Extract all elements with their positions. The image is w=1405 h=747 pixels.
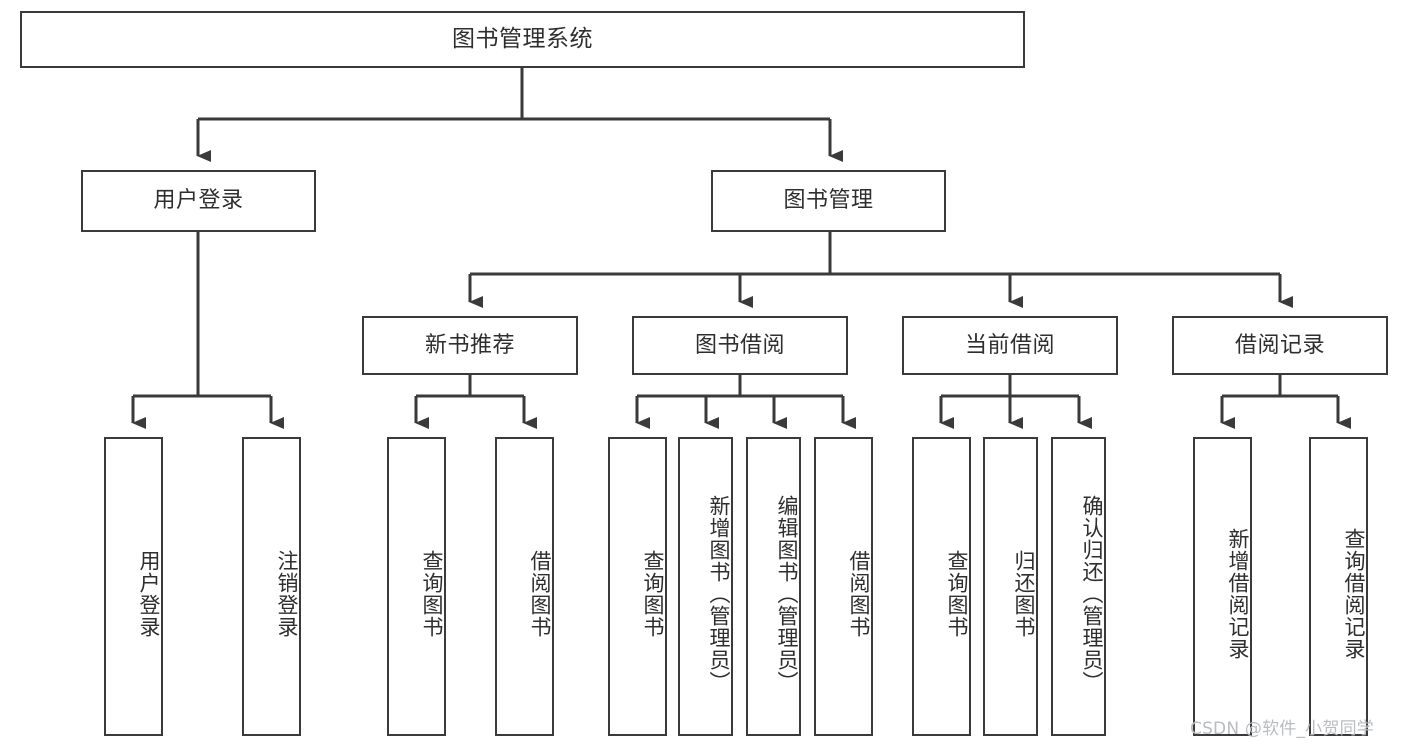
node-root[interactable]: 图书管理系统: [20, 11, 1025, 68]
node-leaf-borrow-book-1[interactable]: 借阅图书: [495, 437, 554, 736]
node-leaf-borrow-book-2[interactable]: 借阅图书: [814, 437, 873, 736]
node-leaf-query-record-label: 查询借阅记录: [1342, 527, 1366, 660]
watermark: CSDN @软件_小贺同学: [1190, 719, 1374, 739]
node-leaf-query-book-1-label: 查询图书: [420, 549, 444, 638]
node-leaf-borrow-book-2-label: 借阅图书: [847, 549, 871, 638]
node-new-book-recommend[interactable]: 新书推荐: [362, 316, 578, 375]
node-borrow-record-label: 借阅记录: [1234, 332, 1325, 358]
node-leaf-add-record-label: 新增借阅记录: [1226, 527, 1250, 660]
node-leaf-query-record[interactable]: 查询借阅记录: [1309, 437, 1368, 736]
node-leaf-query-book-3-label: 查询图书: [945, 549, 969, 638]
node-book-manage[interactable]: 图书管理: [711, 170, 946, 232]
node-leaf-query-book-3[interactable]: 查询图书: [912, 437, 971, 736]
node-leaf-add-book-label: 新增图书（管理员）: [707, 494, 731, 693]
node-user-login[interactable]: 用户登录: [81, 170, 316, 232]
node-leaf-return-book[interactable]: 归还图书: [983, 437, 1038, 736]
node-current-borrow[interactable]: 当前借阅: [902, 316, 1118, 375]
node-leaf-borrow-book-1-label: 借阅图书: [528, 549, 552, 638]
node-leaf-user-login-label: 用户登录: [137, 549, 161, 638]
node-leaf-edit-book-label: 编辑图书（管理员）: [775, 494, 799, 693]
node-leaf-confirm-return-label: 确认归还（管理员）: [1080, 494, 1104, 693]
node-leaf-add-book[interactable]: 新增图书（管理员）: [678, 437, 733, 736]
node-leaf-logout-login[interactable]: 注销登录: [242, 437, 301, 736]
node-borrow-record[interactable]: 借阅记录: [1172, 316, 1388, 375]
node-leaf-logout-login-label: 注销登录: [275, 549, 299, 638]
node-book-borrow-label: 图书借阅: [694, 332, 785, 358]
node-leaf-return-book-label: 归还图书: [1012, 549, 1036, 638]
node-new-book-recommend-label: 新书推荐: [424, 332, 515, 358]
node-leaf-query-book-1[interactable]: 查询图书: [387, 437, 446, 736]
node-leaf-edit-book[interactable]: 编辑图书（管理员）: [746, 437, 801, 736]
node-leaf-query-book-2-label: 查询图书: [641, 549, 665, 638]
node-leaf-query-book-2[interactable]: 查询图书: [608, 437, 667, 736]
node-user-login-label: 用户登录: [153, 188, 244, 214]
node-book-borrow[interactable]: 图书借阅: [632, 316, 848, 375]
node-leaf-add-record[interactable]: 新增借阅记录: [1193, 437, 1252, 736]
node-leaf-user-login[interactable]: 用户登录: [104, 437, 163, 736]
node-leaf-confirm-return[interactable]: 确认归还（管理员）: [1051, 437, 1106, 736]
node-root-label: 图书管理系统: [452, 25, 593, 52]
node-book-manage-label: 图书管理: [783, 188, 874, 214]
node-current-borrow-label: 当前借阅: [964, 332, 1055, 358]
